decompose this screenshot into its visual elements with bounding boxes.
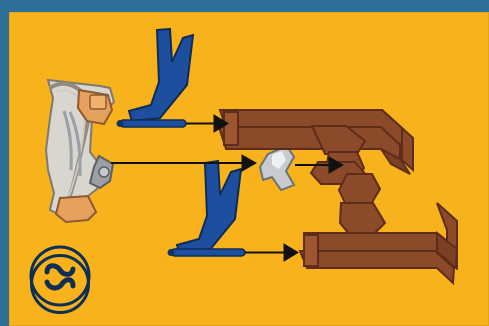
step-badge: 2 xyxy=(30,254,90,314)
